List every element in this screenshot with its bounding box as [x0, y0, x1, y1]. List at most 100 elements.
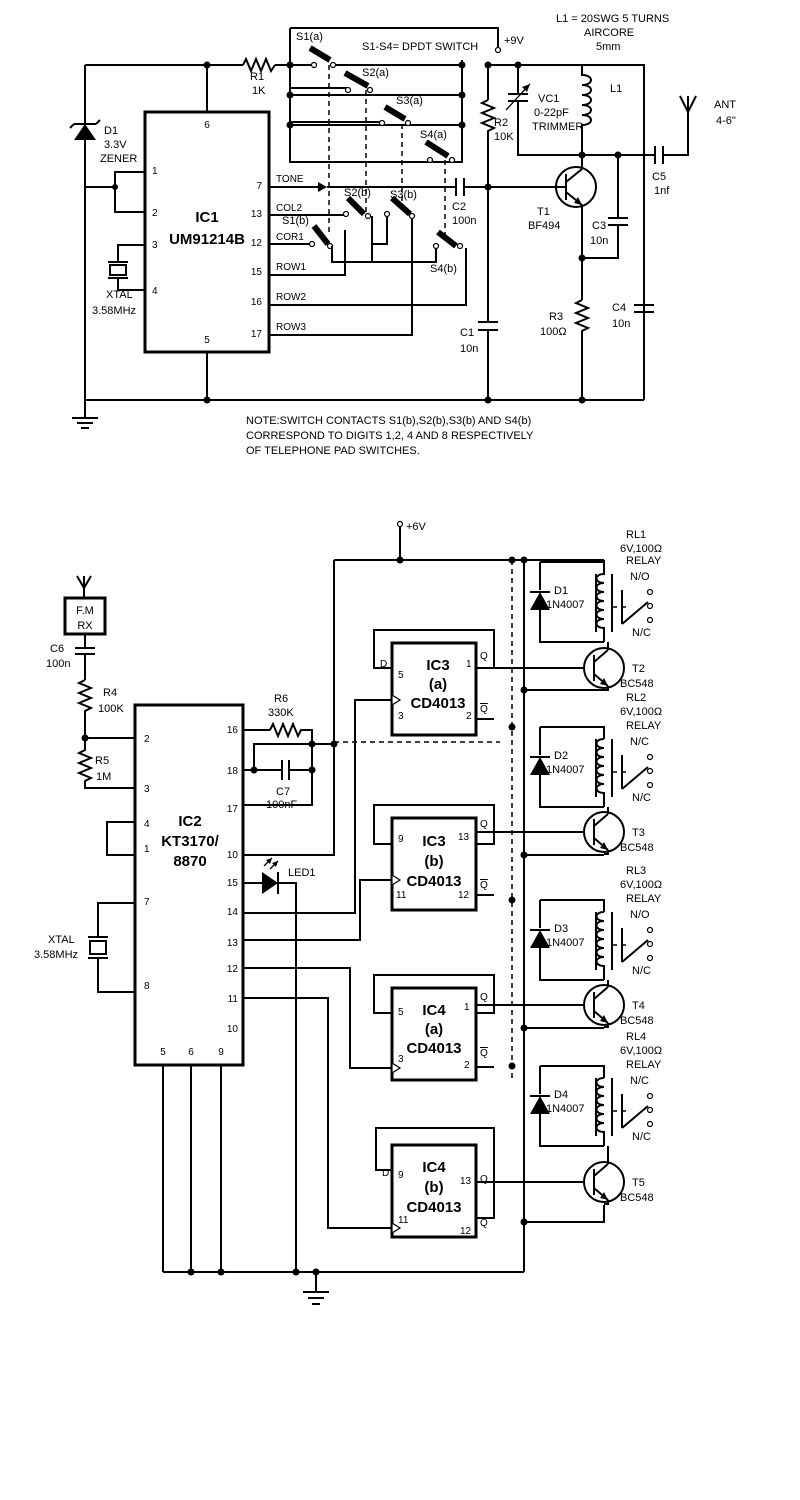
relay-contacts-rl4[interactable] [612, 1092, 654, 1129]
ff4-sub: (b) [424, 1179, 443, 1196]
ff2-q-label: Q [480, 819, 488, 830]
diode-d4-ref: D4 [554, 1089, 568, 1101]
ff4-pin-clk: 11 [398, 1215, 409, 1226]
ff1-part: CD4013 [410, 695, 465, 712]
switch-s2a[interactable] [343, 70, 374, 94]
resistor-r3 [573, 299, 591, 400]
r5-ref: R5 [95, 755, 109, 767]
c7-value: 100nF [266, 799, 297, 811]
transistor-t2-ref: T2 [632, 663, 645, 675]
fm-label-1: F.M [76, 605, 94, 617]
relay-rl4-spec: 6V,100Ω [620, 1045, 662, 1057]
r5-value: 1M [96, 771, 111, 783]
note-line-1: NOTE:SWITCH CONTACTS S1(b),S2(b),S3(b) A… [246, 415, 531, 427]
relay-stage-1 [530, 561, 654, 691]
ic2-ref: IC2 [178, 813, 201, 830]
transistor-t3-ref: T3 [632, 827, 645, 839]
ff3-q-label: Q [480, 992, 488, 1003]
transistor-t2 [583, 642, 625, 691]
ic2-pin-13: 13 [227, 938, 239, 949]
t1-ref: T1 [537, 206, 550, 218]
transistor-t1 [488, 166, 597, 208]
ic1-pin-12: 12 [251, 238, 263, 249]
r3-value: 100Ω [540, 326, 567, 338]
relay-rl3-contact2: N/C [632, 965, 651, 977]
d1-type: ZENER [100, 153, 137, 165]
diode-d4 [530, 1095, 604, 1147]
c1-value: 10n [460, 343, 478, 355]
relay-coil-rl2 [595, 738, 613, 807]
ff3-pin-q: 1 [464, 1002, 470, 1013]
crystal-xtal-ic1 [108, 244, 145, 291]
ff2-pin-clk: 11 [396, 890, 407, 901]
ff2-part: CD4013 [406, 873, 461, 890]
s3b-label: S3(b) [390, 189, 417, 201]
ic2-pin-4: 4 [144, 819, 150, 830]
relay-rl1-contact2: N/C [632, 627, 651, 639]
ff1-sub: (a) [429, 676, 447, 693]
relay-contacts-rl3[interactable] [612, 926, 654, 963]
ff3-pin-clk: 3 [398, 1054, 404, 1065]
transistor-t4-part: BC548 [620, 1015, 654, 1027]
flipflop-ic3b [373, 804, 495, 912]
relay-coil-rl4 [595, 1077, 613, 1146]
relay-rl4-type: RELAY [626, 1059, 662, 1071]
ff1-pin-qb: 2 [466, 711, 472, 722]
receiver-circuit: +6V F.M RX C6 100n R4 100K R5 1M IC2 KT3… [34, 520, 662, 1305]
diode-d3-ref: D3 [554, 923, 568, 935]
ground-symbol [72, 400, 98, 429]
ic2-pin-16: 16 [227, 725, 239, 736]
s4b-label: S4(b) [430, 263, 457, 275]
switch-s3b[interactable] [383, 195, 416, 220]
relay-contacts-rl1[interactable] [612, 588, 654, 625]
relay-rl4-contact1: N/C [630, 1075, 649, 1087]
ic1-xtal-ref: XTAL [106, 289, 133, 301]
c6-ref: C6 [50, 643, 64, 655]
s1b-label: S1(b) [282, 215, 309, 227]
zener-diode-d1 [69, 119, 101, 140]
resistor-r2 [479, 99, 497, 187]
ic2-pin-17: 17 [227, 804, 239, 815]
switch-s4a[interactable] [424, 139, 456, 164]
vc1-ref: VC1 [538, 93, 559, 105]
r6-value: 330K [268, 707, 294, 719]
ic2-xtal-ref: XTAL [48, 934, 75, 946]
ic2-pin-15: 15 [227, 878, 239, 889]
flipflop-ic3a [373, 629, 495, 737]
switch-s4b[interactable] [432, 229, 464, 250]
switch-s3a[interactable] [378, 104, 412, 127]
relay-rl2-contact1: N/C [630, 736, 649, 748]
ic1-pin-2: 2 [152, 208, 158, 219]
relay-contacts-rl2[interactable] [612, 753, 654, 790]
supply-9v-label: +9V [504, 35, 525, 47]
ff1-pin-clk: 3 [398, 711, 404, 722]
diode-d1-part: 1N4007 [546, 599, 585, 611]
supply-6v-label: +6V [406, 521, 427, 533]
sig-row1: ROW1 [276, 262, 306, 273]
s2a-label: S2(a) [362, 67, 389, 79]
ff4-q-label: Q [480, 1174, 488, 1185]
c6-value: 100n [46, 658, 70, 670]
transistor-t5-part: BC548 [620, 1192, 654, 1204]
sig-col2: COL2 [276, 203, 303, 214]
ic1-pin-1: 1 [152, 166, 158, 177]
c7-ref: C7 [276, 786, 290, 798]
transistor-t5 [583, 1146, 625, 1205]
ant-ref: ANT [714, 99, 736, 111]
flipflop-ic4b [375, 1127, 495, 1239]
ic1-pin-7: 7 [256, 181, 262, 192]
s1a-label: S1(a) [296, 31, 323, 43]
relay-coil-rl3 [595, 911, 613, 980]
relay-rl1-spec: 6V,100Ω [620, 543, 662, 555]
sig-tone: TONE [276, 174, 304, 185]
switch-s1a[interactable] [308, 45, 337, 69]
trimmer-vc1 [505, 65, 582, 156]
relay-coil-rl1 [595, 573, 613, 642]
ff1-ref: IC3 [426, 657, 449, 674]
led1-label: LED1 [288, 867, 316, 879]
switch-s2b[interactable] [342, 195, 372, 220]
vc1-value: 0-22pF [534, 107, 569, 119]
sig-row2: ROW2 [276, 292, 306, 303]
r4-value: 100K [98, 703, 124, 715]
vc1-type: TRIMMER [532, 121, 583, 133]
